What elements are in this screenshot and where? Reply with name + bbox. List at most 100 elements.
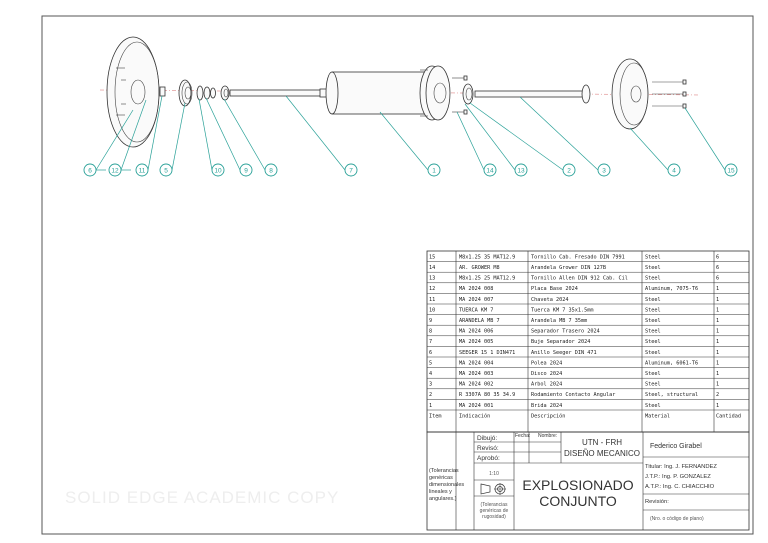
balloon-13: 13 — [517, 168, 525, 175]
part-flange — [325, 65, 451, 121]
bom-cell-mat: Steel — [645, 382, 661, 388]
bom-cell-item: 14 — [429, 265, 435, 271]
bom-cell-mat: Steel — [645, 350, 661, 356]
watermark-text: SOLID EDGE ACADEMIC COPY — [65, 488, 339, 507]
bom-cell-qty: 1 — [716, 403, 719, 409]
nombre-label: Nombre: — [538, 433, 557, 439]
fecha-label: Fecha: — [515, 433, 530, 439]
plan-number: (Nro. o código de plano) — [650, 516, 704, 522]
bom-cell-desc: Anillo Seeger DIN 471 — [531, 350, 597, 356]
balloon-11: 11 — [139, 168, 146, 175]
bom-cell-item: 8 — [429, 329, 432, 335]
revision-label: Revisión: — [645, 499, 669, 505]
jtp-line: J.T.P.: Ing. P. GONZALEZ — [645, 474, 711, 480]
bom-cell-item: 15 — [429, 254, 435, 260]
department: DISEÑO MECANICO — [564, 449, 640, 458]
bom-row: 4 MA 2024 003 Disco 2024 Steel 1 — [429, 371, 719, 377]
bom-cell-desc: Arandela Grower DIN 127B — [531, 265, 606, 271]
bom-cell-desc: Arbol 2024 — [531, 382, 562, 388]
part-pulley — [178, 79, 193, 107]
bom-cell-id: SEEGER 15 1 DIN471 — [459, 350, 515, 356]
bom-cell-id: R 3307A 80 35 34.9 — [459, 392, 515, 398]
bom-cell-id: AR. GROWER M8 — [459, 265, 500, 271]
title-block: Dibujó: Revisó: Aprobó: Fecha: Nombre: U… — [426, 431, 750, 531]
drawing-title-line-2: CONJUNTO — [539, 493, 617, 509]
tolerances-line-4: lineales y — [429, 489, 452, 495]
tol-note-1: (Tolerancias — [481, 502, 508, 508]
atp-line: A.T.P.: Ing. C. CHIACCHIO — [645, 484, 715, 490]
part-base-plate — [106, 36, 160, 148]
bom-cell-mat: Steel — [645, 254, 661, 260]
bom-cell-desc: Placa Base 2024 — [531, 286, 578, 292]
bom-cell-qty: 1 — [716, 329, 719, 335]
balloon-2: 2 — [567, 168, 571, 175]
bom-cell-qty: 1 — [716, 371, 719, 377]
reviso-label: Revisó: — [477, 445, 499, 452]
bom-cell-id: MA 2024 006 — [459, 329, 493, 335]
bom-cell-mat: Steel — [645, 371, 661, 377]
bom-cell-id: M8x1.25 25 MAT12.9 — [459, 276, 515, 282]
bom-cell-mat: Steel — [645, 339, 661, 345]
bom-cell-desc: Separador Trasero 2024 — [531, 329, 600, 335]
bom-cell-desc: Rodamiento Contacto Angular — [531, 392, 615, 398]
balloon-6: 6 — [88, 168, 92, 175]
bom-cell-item: 7 — [429, 339, 432, 345]
author-name: Federico Girabel — [650, 443, 702, 450]
bom-cell-qty: 1 — [716, 360, 719, 366]
tolerances-line-2: genéricas — [429, 475, 453, 481]
bom-cell-qty: 1 — [716, 382, 719, 388]
bom-cell-id: MA 2024 003 — [459, 371, 493, 377]
bom-cell-item: 3 — [429, 382, 432, 388]
balloon-8: 8 — [269, 168, 273, 175]
bom-cell-desc: Tuerca KM 7 35x1.5mm — [531, 307, 593, 313]
balloon-9: 9 — [244, 168, 248, 175]
bom-cell-desc: Descripción — [531, 412, 565, 419]
bom-cell-qty: 1 — [716, 297, 719, 303]
bom-cell-id: MA 2024 008 — [459, 286, 493, 292]
bom-cell-desc: Tornillo Allen DIN 912 Cab. Cil — [531, 276, 628, 282]
bom-cell-mat: Steel, structural — [645, 392, 698, 398]
institution: UTN - FRH — [582, 438, 622, 447]
bom-cell-desc: Tornillo Cab. Fresado DIN 7991 — [531, 254, 625, 260]
balloon-4: 4 — [672, 168, 676, 175]
tolerances-line-3: dimensionales — [429, 482, 464, 488]
bom-cell-qty: 6 — [716, 254, 719, 260]
balloon-14: 14 — [486, 168, 494, 175]
bom-cell-qty: 2 — [716, 392, 719, 398]
bom-cell-desc: Buje Separador 2024 — [531, 339, 590, 345]
bom-cell-item: 12 — [429, 286, 435, 292]
bom-cell-desc: Disco 2024 — [531, 371, 562, 377]
bom-cell-item: 1 — [429, 403, 432, 409]
bom-cell-mat: Aluminum, 7075-T6 — [645, 286, 698, 292]
tolerances-line-1: (Tolerancias — [429, 468, 459, 474]
bom-cell-mat: Steel — [645, 307, 661, 313]
bom-cell-mat: Steel — [645, 276, 661, 282]
bom-row: 14 AR. GROWER M8 Arandela Grower DIN 127B S… — [429, 265, 719, 271]
bom-cell-qty: 1 — [716, 350, 719, 356]
tol-note-3: rugosidad) — [482, 514, 506, 520]
projection-symbol-icon — [480, 483, 506, 495]
bom-cell-id: MA 2024 001 — [459, 403, 493, 409]
balloon-1: 1 — [432, 168, 436, 175]
exploded-view: 6 12 11 5 10 9 8 7 1 14 13 2 3 4 15 — [83, 36, 738, 177]
bom-cell-qty: 1 — [716, 286, 719, 292]
bom-cell-mat: Steel — [645, 265, 661, 271]
bom-cell-qty: 1 — [716, 339, 719, 345]
balloon-3: 3 — [602, 168, 606, 175]
tolerances-line-5: angulares.) — [429, 496, 457, 502]
bom-cell-item: Item — [429, 413, 442, 419]
bom-row: 2 R 3307A 80 35 34.9 Rodamiento Contacto A… — [429, 392, 719, 398]
scale-value: 1:10 — [489, 471, 499, 477]
bom-cell-item: 4 — [429, 371, 432, 377]
bom-cell-mat: Aluminum, 6061-T6 — [645, 360, 698, 366]
bom-cell-item: 13 — [429, 276, 435, 282]
